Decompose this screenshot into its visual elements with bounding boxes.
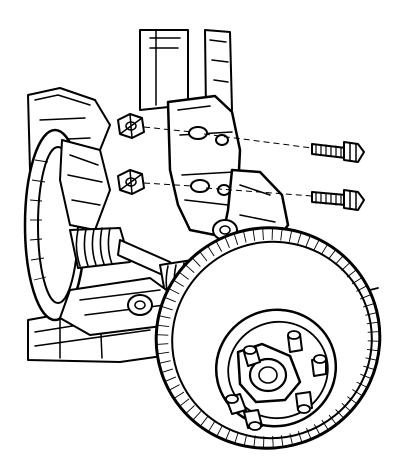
rotor-vent-line: [366, 321, 379, 325]
rotor-vent-line: [215, 240, 223, 252]
rotor-vent-line: [297, 232, 302, 245]
rotor-vent-line: [288, 230, 293, 242]
rotor-vent-line: [252, 228, 256, 241]
rotor-vent-line: [367, 331, 380, 333]
rotor-vent-line: [328, 414, 337, 425]
rotor-vent-line: [158, 315, 171, 319]
rotor-vent-line: [363, 365, 375, 371]
upper-bolt-hole: [188, 126, 208, 140]
wheel-stud: [225, 393, 247, 415]
rotor-vent-line: [184, 264, 195, 274]
rotor-vent-line: [365, 312, 378, 316]
rotor-vent-line: [272, 435, 274, 449]
upper-bolt: [311, 141, 365, 163]
rotor-vent-line: [242, 230, 247, 243]
rotor-vent-line: [356, 381, 368, 388]
rotor-vent-line: [225, 429, 231, 441]
rotor-vent-line: [367, 340, 380, 342]
wheel-studs: [225, 330, 327, 431]
rotor-vent-line: [191, 257, 201, 267]
lower-control-arm: [59, 277, 181, 336]
wheel-stud: [295, 391, 313, 414]
rotor-vent-line: [173, 391, 185, 399]
rotor-vent-line: [199, 416, 208, 427]
rotor-vent-line: [341, 262, 351, 271]
wheel-stud: [243, 409, 263, 431]
left-rotor-vents: [29, 159, 49, 281]
wheel-stud: [311, 354, 327, 377]
rotor-vent-line: [280, 228, 283, 241]
rotor-vent-line: [352, 389, 363, 397]
rotor-vent-line: [157, 351, 170, 355]
rotor-vent-line: [156, 343, 169, 345]
wheel-stud: [287, 330, 303, 353]
lower-nut: [117, 169, 145, 195]
rotor-vent-line: [321, 243, 329, 255]
rotor-vent-line: [346, 269, 357, 278]
rotor-vent-line: [362, 302, 375, 308]
rotor-vent-line: [262, 227, 264, 241]
rotor-vent-line: [185, 405, 195, 414]
left-wheel-assembly: [23, 128, 111, 322]
brake-rotor: [154, 226, 382, 450]
wheel-stud: [243, 345, 261, 367]
rotor-vent-line: [234, 431, 239, 444]
rotor-vent-line: [313, 239, 320, 251]
rotor-vent-line: [192, 411, 202, 421]
rotor-vent-line: [365, 357, 378, 361]
rotor-vent-line: [305, 235, 311, 247]
rotor-vent-line: [199, 251, 208, 262]
rotor-vent-line: [366, 348, 379, 352]
rotor-vent-hatching: [156, 227, 380, 449]
rotor-vent-line: [253, 435, 256, 448]
rotor-vent-line: [335, 409, 345, 419]
rotor-vent-line: [207, 245, 215, 257]
rotor-vent-line: [157, 324, 170, 328]
rotor-vent-line: [334, 255, 344, 265]
rotor-vent-line: [168, 384, 180, 391]
lower-bolt-hole: [190, 179, 210, 193]
lower-bolt: [311, 189, 365, 211]
rotor-vent-line: [168, 288, 180, 295]
rotor-vent-line: [297, 431, 303, 443]
rotor-vent-line: [306, 428, 312, 440]
rotor-vent-line: [347, 396, 358, 405]
explosion-lines: [143, 126, 313, 197]
rotor-vent-line: [280, 435, 284, 448]
rotor-vent-line: [161, 368, 174, 374]
rotor-vent-line: [164, 296, 176, 303]
rotor-vent-line: [328, 249, 337, 260]
rotor-vent-line: [233, 233, 239, 245]
rotor-vent-line: [156, 334, 169, 336]
rotor-vent-line: [289, 433, 294, 446]
rotor-vent-line: [216, 425, 223, 437]
rotor-vent-line: [178, 271, 189, 280]
rotor-vent-line: [321, 419, 329, 431]
rotor-vent-line: [356, 285, 368, 292]
rotor-vent-line: [359, 293, 372, 300]
rotor-vent-line: [243, 434, 248, 446]
rotor-vent-line: [179, 398, 190, 407]
rotor-vent-line: [207, 421, 215, 433]
rotor-vent-line: [360, 373, 372, 380]
rotor-vent-line: [161, 305, 173, 311]
rotor-vent-line: [164, 376, 177, 383]
rotor-vent-line: [341, 402, 352, 412]
rotor-vent-line: [351, 277, 363, 285]
rotor-vent-line: [224, 236, 230, 248]
rotor-vent-line: [173, 279, 184, 287]
upper-nut: [117, 113, 145, 139]
rotor-vent-line: [158, 360, 171, 364]
rotor-vent-line: [313, 424, 321, 436]
rotor-edge-mark: [369, 287, 379, 291]
